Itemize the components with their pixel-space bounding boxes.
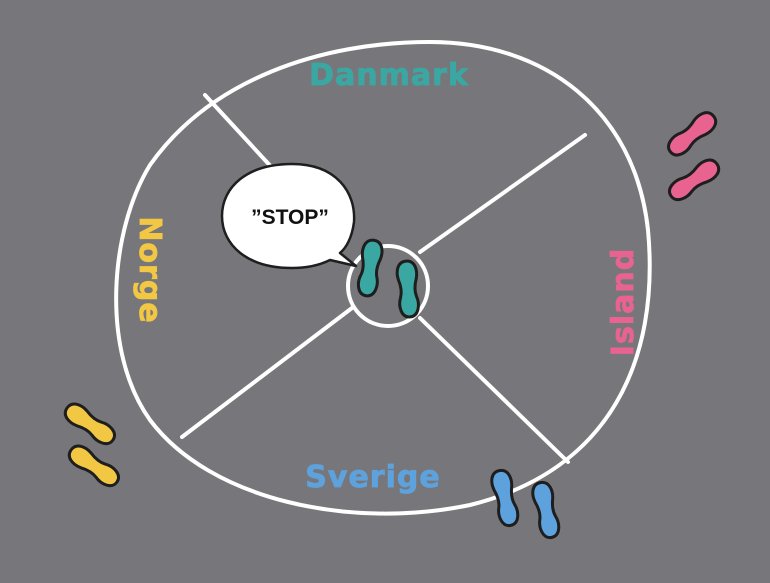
region-label-norge: Norge: [132, 216, 167, 323]
speech-bubble-text: ”STOP”: [251, 206, 329, 229]
footprint-yellow-top-icon: [63, 402, 116, 446]
region-label-island: Island: [606, 248, 641, 356]
region-label-danmark: Danmark: [309, 58, 469, 93]
footprint-yellow-bottom-icon: [67, 444, 120, 488]
footprints-group: [63, 111, 721, 540]
divider-line-bottom-left: [180, 306, 354, 439]
footprint-pink-top-icon: [667, 111, 718, 157]
divider-line-top-left: [203, 93, 278, 174]
outer-boundary: [114, 40, 652, 516]
footprint-center-right-icon: [395, 259, 420, 319]
footprint-blue-left-icon: [490, 468, 520, 528]
divider-line-top-right: [418, 133, 587, 254]
center-circle: [346, 244, 430, 328]
footprint-blue-right-icon: [531, 480, 561, 540]
footprint-pink-bottom-icon: [668, 158, 721, 202]
region-label-sverige: Sverige: [305, 460, 440, 495]
footprint-center-left-icon: [356, 238, 384, 298]
divider-line-bottom-right: [418, 316, 570, 464]
speech-bubble: ”STOP”: [220, 162, 358, 270]
